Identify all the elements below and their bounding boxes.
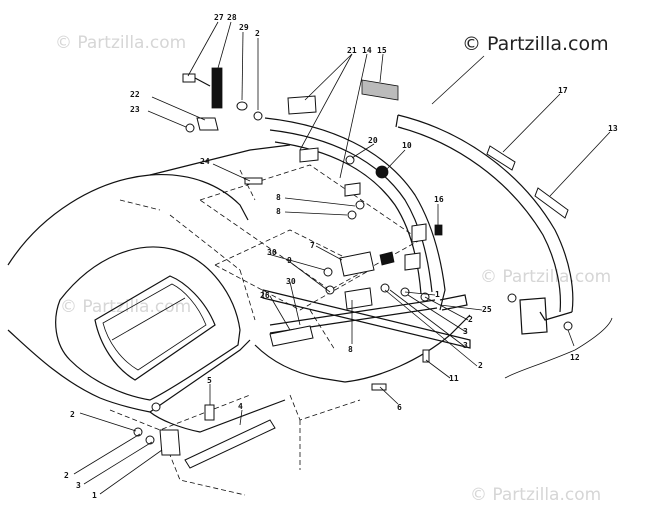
hood-body (7, 144, 471, 496)
callout-1-left: 1 (92, 491, 97, 500)
callout-6: 6 (397, 403, 402, 412)
callout-27: 27 (214, 13, 224, 22)
callout-28: 28 (227, 13, 237, 22)
callout-22: 22 (130, 90, 140, 99)
callout-5: 5 (207, 376, 212, 385)
callout-14: 14 (362, 46, 372, 55)
callout-8-a: 8 (276, 193, 281, 202)
callout-21: 21 (347, 46, 357, 55)
callout-12: 12 (570, 353, 580, 362)
callout-3-right: 3 (463, 327, 468, 336)
callout-15: 15 (377, 46, 387, 55)
callout-2-top: 2 (255, 29, 260, 38)
callout-26: 26 (260, 291, 270, 300)
leader-lines (73, 21, 613, 495)
callout-13: 13 (608, 124, 618, 133)
callout-1-right: 1 (435, 290, 440, 299)
callout-30-a: 30 (267, 248, 277, 257)
callout-10: 10 (402, 141, 412, 150)
callout-30-b: 30 (286, 277, 296, 286)
callout-labels: 27 28 29 2 22 23 21 14 15 17 13 20 10 24… (64, 13, 618, 500)
callout-20: 20 (368, 136, 378, 145)
watermark-faint-3: © Partzilla.com (480, 267, 611, 287)
bumper-frame (262, 114, 574, 349)
callout-8-b: 8 (276, 207, 281, 216)
callout-29: 29 (239, 23, 249, 32)
callout-25: 25 (482, 305, 492, 314)
callout-17: 17 (558, 86, 568, 95)
callout-16: 16 (434, 195, 444, 204)
callout-24: 24 (200, 157, 210, 166)
callout-4: 4 (238, 402, 243, 411)
watermark-faint-1: © Partzilla.com (55, 33, 186, 53)
callout-9: 9 (287, 256, 292, 265)
callout-2-left-lower: 2 (64, 471, 69, 480)
callout-3-lower: 3 (463, 341, 468, 350)
callout-2-right: 2 (468, 315, 473, 324)
callout-23: 23 (130, 105, 140, 114)
callout-11: 11 (449, 374, 459, 383)
callout-8-c: 8 (348, 345, 353, 354)
hardware (133, 67, 573, 469)
callout-7: 7 (310, 241, 315, 250)
callout-3-left: 3 (76, 481, 81, 490)
callout-2-left-upper: 2 (70, 410, 75, 419)
watermark-faint-2: © Partzilla.com (60, 297, 191, 317)
watermark-faint-4: © Partzilla.com (470, 485, 601, 505)
callout-2-lower: 2 (478, 361, 483, 370)
watermark-partzilla: © Partzilla.com (462, 33, 609, 55)
